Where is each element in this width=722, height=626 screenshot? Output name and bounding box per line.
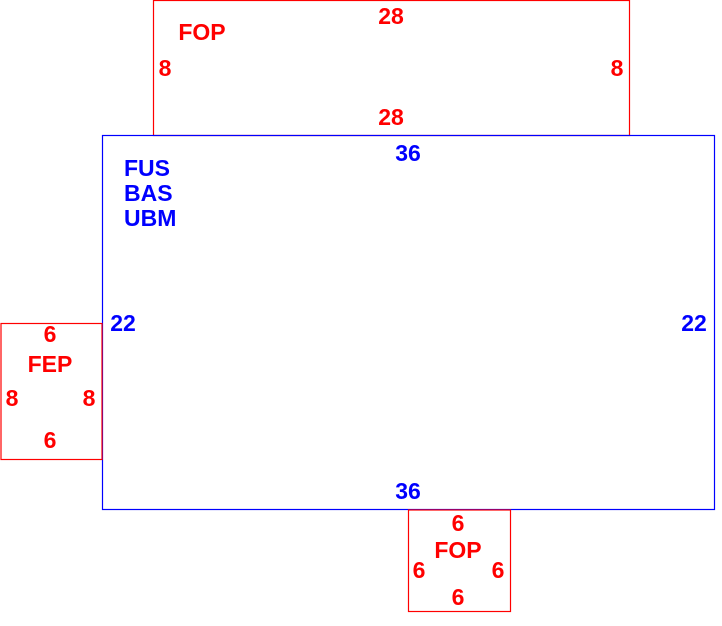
main-box-label-ubm: UBM bbox=[124, 205, 176, 231]
left-box-left-dimension: 8 bbox=[6, 385, 19, 411]
main-box-right-dimension: 22 bbox=[681, 310, 707, 336]
bottom-box: 6 FOP 6 6 6 bbox=[407, 509, 512, 613]
main-box-bottom-dimension: 36 bbox=[395, 478, 421, 504]
top-box-left-dimension: 8 bbox=[159, 55, 172, 81]
top-box: 28 FOP 8 8 28 bbox=[152, 0, 631, 137]
left-box-label: FEP bbox=[28, 351, 73, 377]
main-box: 36 FUS BAS UBM 22 22 36 bbox=[101, 134, 716, 511]
bottom-box-outline bbox=[407, 509, 512, 613]
bottom-box-right-dimension: 6 bbox=[492, 557, 505, 583]
top-box-label: FOP bbox=[178, 19, 225, 45]
left-box-top-dimension: 6 bbox=[44, 321, 57, 347]
top-box-bottom-dimension: 28 bbox=[378, 104, 404, 130]
top-box-top-dimension: 28 bbox=[378, 3, 404, 29]
main-box-label-bas: BAS bbox=[124, 180, 173, 206]
bottom-box-left-dimension: 6 bbox=[413, 557, 426, 583]
main-box-top-dimension: 36 bbox=[395, 140, 421, 166]
bottom-box-bottom-dimension: 6 bbox=[452, 584, 465, 610]
left-box-bottom-dimension: 6 bbox=[44, 427, 57, 453]
bottom-box-top-dimension: 6 bbox=[452, 510, 465, 536]
left-box: 6 FEP 8 8 6 bbox=[0, 321, 103, 461]
main-box-left-dimension: 22 bbox=[110, 310, 136, 336]
top-box-right-dimension: 8 bbox=[611, 55, 624, 81]
main-box-outline bbox=[101, 134, 716, 511]
main-box-label-fus: FUS bbox=[124, 155, 170, 181]
bottom-box-label: FOP bbox=[434, 537, 481, 563]
left-box-outline bbox=[0, 322, 103, 461]
left-box-right-dimension: 8 bbox=[83, 385, 96, 411]
